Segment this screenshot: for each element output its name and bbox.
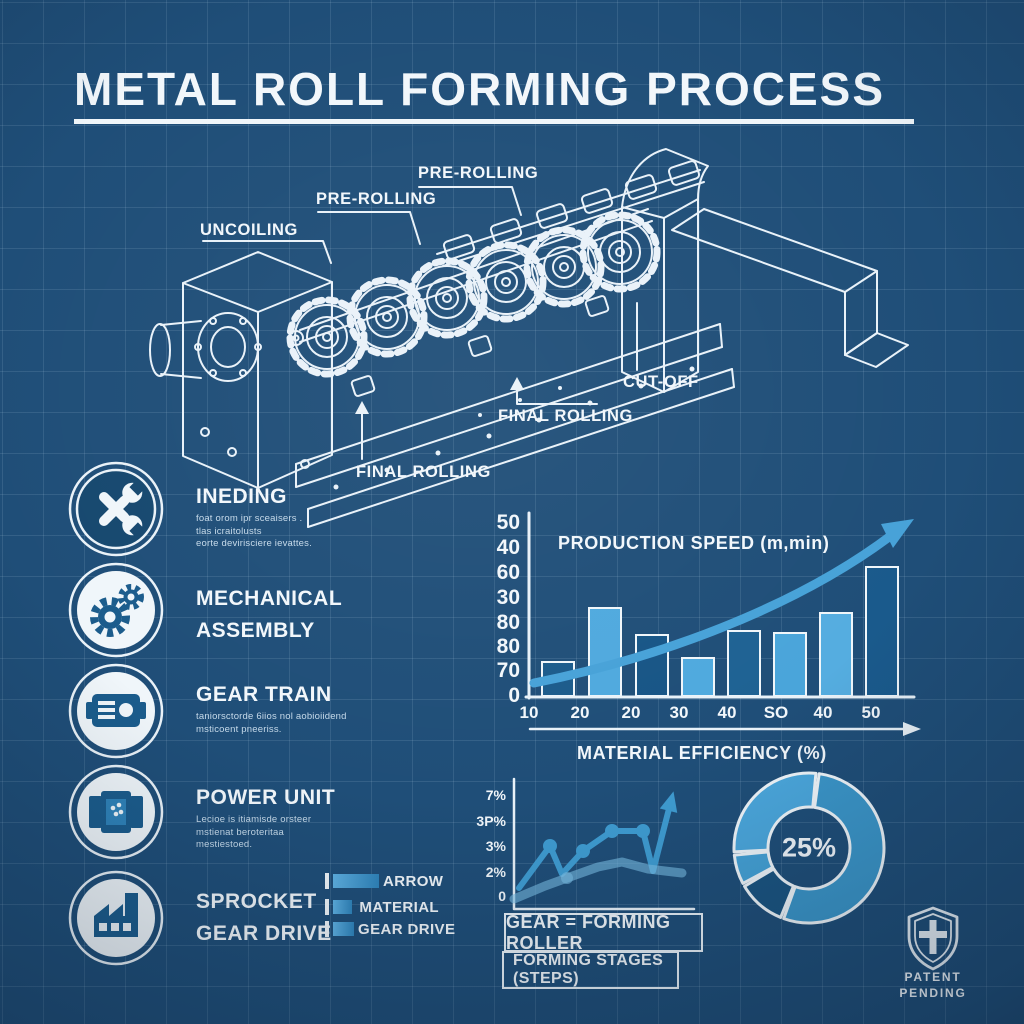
bar-x-tick: 10 (519, 703, 539, 722)
gears-icon (68, 562, 164, 658)
bar-chart-title: PRODUCTION SPEED (m,min) (558, 533, 830, 553)
bar-0 (541, 661, 575, 697)
bar-6 (819, 612, 853, 697)
legend-label: GEAR DRIVE (358, 920, 456, 938)
line-chart-y-ticks: 7% 3P% 3% 2% 0 (460, 0, 506, 1024)
line-chart-title: MATERIAL EFFICIENCY (%) (577, 743, 827, 763)
line-y-tick: 3P% (476, 813, 506, 829)
bar-7 (865, 566, 899, 697)
cutoff-block (621, 148, 709, 393)
crossed-wrenches-icon (68, 461, 164, 557)
note-forming-stages: FORMING STAGES (STEPS) (502, 951, 679, 989)
bar-x-tick: 30 (669, 703, 689, 722)
legend-tick (325, 873, 329, 889)
donut-center-label: 25% (781, 832, 837, 863)
sidebar-item-power-unit: POWER UNIT Lecioe is itiamisde orsteer m… (196, 786, 336, 850)
uncoiler-block (149, 251, 333, 489)
label-pre-rolling-2: PRE-ROLLING (418, 164, 539, 182)
sidebar-item-mechanical-assembly: MECHANICAL ASSEMBLY (196, 587, 343, 642)
label-uncoiling: UNCOILING (200, 221, 298, 239)
bar-x-tick: 50 (861, 703, 881, 722)
bar-x-tick: 20 (621, 703, 641, 722)
label-cut-off: CUT-OFF (623, 373, 699, 391)
bar-x-tick: 40 (717, 703, 737, 722)
feature-title: INEDING (196, 485, 288, 508)
motor-icon (68, 663, 164, 759)
shield-icon (907, 906, 959, 971)
bar-1 (588, 607, 622, 697)
bar-x-tick: 40 (813, 703, 833, 722)
label-final-rolling-1: FINAL ROLLING (498, 407, 633, 425)
label-pre-rolling-1: PRE-ROLLING (316, 190, 437, 208)
bar-5 (773, 632, 807, 697)
patent-line-1: PATENT (904, 970, 962, 984)
legend-row-material: MATERIAL (325, 898, 439, 916)
bar-x-tick: SO (763, 703, 789, 722)
legend-row-arrow: ARROW (325, 872, 443, 890)
legend-row-gear-drive: GEAR DRIVE (325, 920, 455, 938)
sidebar-item-gear-train: GEAR TRAIN taniorsctorde 6iios nol aobio… (196, 683, 347, 735)
legend-label: MATERIAL (359, 898, 439, 916)
legend-tick (325, 921, 329, 937)
output-beam (671, 208, 909, 368)
label-final-rolling-2: FINAL ROLLING (356, 463, 491, 481)
bar-chart-x-ticks: 10 20 20 30 40 SO 40 50 (520, 703, 918, 727)
line-y-tick: 7% (485, 787, 506, 803)
factory-icon (68, 870, 164, 966)
sidebar-item-sprocket-gear-drive: SPROCKET GEAR DRIVE (196, 890, 332, 945)
bar-2 (635, 634, 669, 697)
patent-line-2: PENDING (899, 986, 967, 1000)
legend-bar (333, 922, 354, 936)
power-unit-icon (68, 764, 164, 860)
legend-label: ARROW (383, 872, 444, 890)
sidebar-item-ineding: INEDING foat orom ipr sceaisers . tlas i… (196, 481, 386, 551)
legend-bar (333, 874, 379, 888)
legend-bar (333, 900, 352, 914)
note-gear-forming-roller: GEAR = FORMING ROLLER (504, 912, 703, 953)
bar-x-tick: 20 (570, 703, 590, 722)
line-y-tick: 0 (498, 888, 506, 904)
line-y-tick: 3% (485, 838, 506, 854)
bar-4 (727, 630, 761, 697)
legend-tick (325, 899, 329, 915)
bar-3 (681, 657, 715, 697)
line-y-tick: 2% (485, 864, 506, 880)
